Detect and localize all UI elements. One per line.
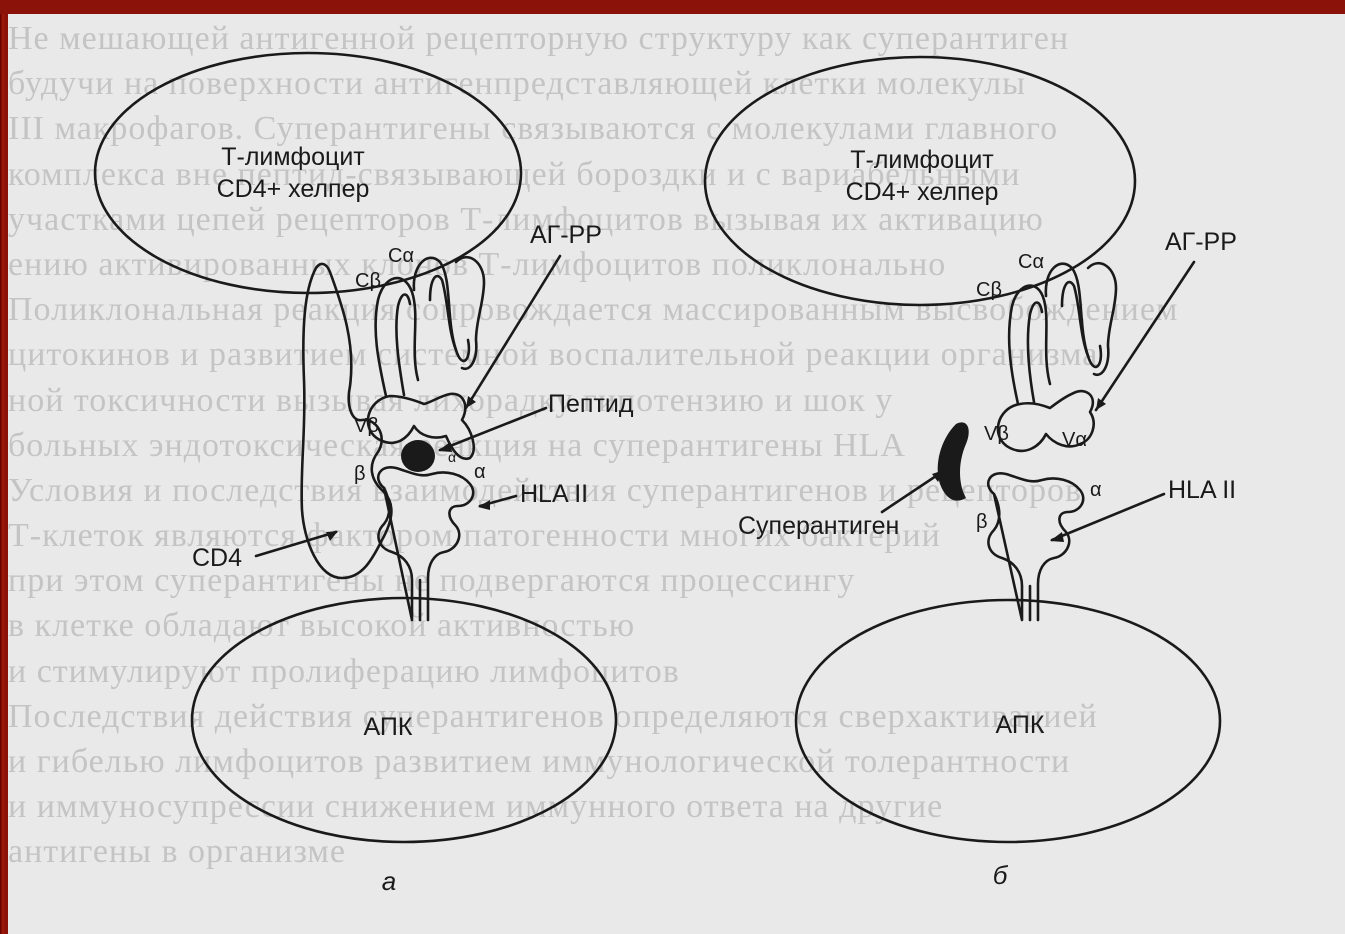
label-cd4-a: CD4 [192, 544, 242, 572]
superantigen-b [938, 422, 969, 500]
tcr-c-beta-b [1009, 286, 1050, 404]
label-agrr-a: АГ-РР [530, 221, 602, 249]
peptide-a [401, 440, 435, 472]
label-beta-b: β [976, 511, 988, 533]
label-alpha-b: α [1090, 479, 1102, 501]
apc-b-label: АПК [996, 711, 1045, 739]
t-cell-a [95, 53, 521, 293]
label-v-beta-a: Vβ [354, 415, 379, 437]
caption-a: а [382, 866, 396, 896]
label-hla-b: HLA II [1168, 476, 1236, 504]
label-c-beta-b: Cβ [976, 279, 1002, 301]
label-alpha-a: α [474, 461, 486, 483]
t-cell-b-line1: Т-лимфоцит [850, 146, 994, 174]
label-c-alpha-b: Cα [1018, 251, 1044, 273]
label-c-alpha-a: Cα [388, 245, 414, 267]
label-hla-a: HLA II [520, 480, 588, 508]
label-beta-a: β [354, 463, 366, 485]
panel-b: Т-лимфоцит CD4+ хелпер АПК Cα Cβ Vβ Vα β… [705, 57, 1237, 890]
label-agrr-b: АГ-РР [1165, 228, 1237, 256]
caption-b: б [993, 860, 1009, 890]
panel-a: Т-лимфоцит CD4+ хелпер АПК Cα Cβ Vβ α β … [95, 53, 634, 896]
label-superantigen-b: Суперантиген [738, 512, 899, 540]
t-cell-b-line2: CD4+ хелпер [846, 178, 999, 206]
apc-a-label: АПК [364, 713, 413, 741]
label-v-beta-b: Vβ [984, 423, 1009, 445]
label-v-alpha-b: Vα [1062, 429, 1087, 451]
label-c-beta-a: Cβ [355, 270, 381, 292]
hla-ii-b [988, 473, 1083, 620]
t-cell-a-line2: CD4+ хелпер [217, 175, 370, 203]
t-cell-a-line1: Т-лимфоцит [221, 143, 365, 171]
label-peptide-a: Пептид [548, 390, 634, 418]
